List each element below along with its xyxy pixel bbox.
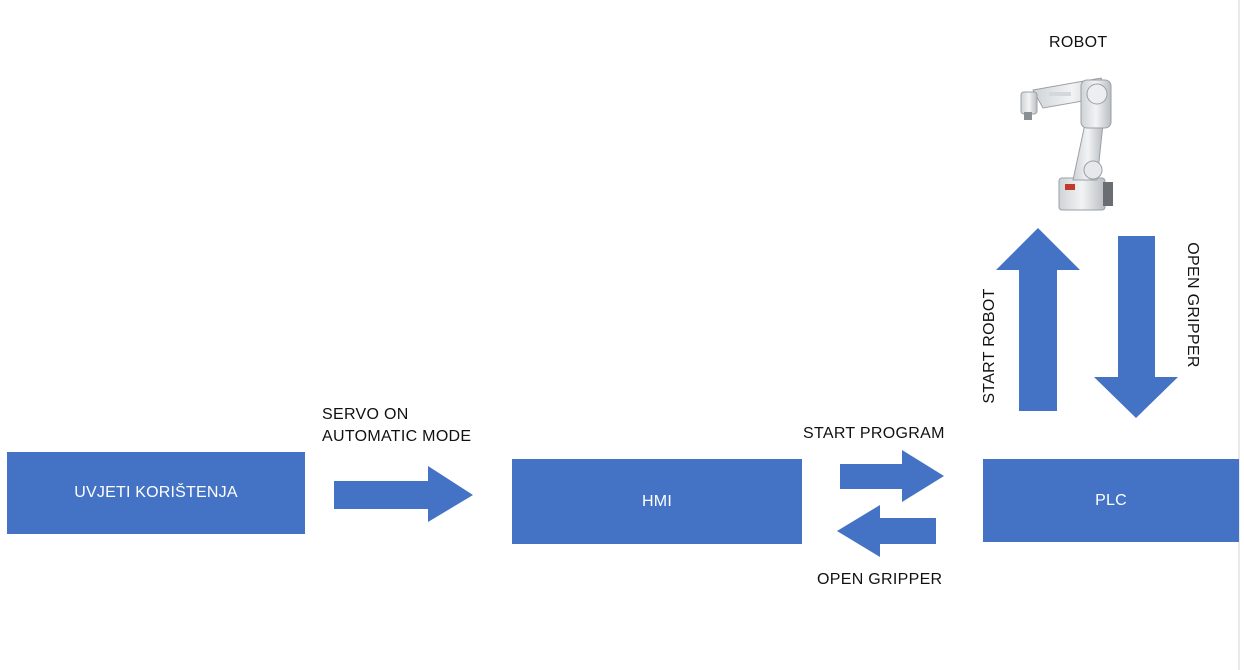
- right-edge-rule: [1238, 0, 1240, 670]
- edge-label-open-gripper-vertical: OPEN GRIPPER: [1184, 242, 1201, 368]
- edge-label-start-program: START PROGRAM: [803, 425, 945, 442]
- arrow-plc-to-robot: [996, 228, 1080, 411]
- edge-label-start-robot: START ROBOT: [981, 288, 998, 404]
- arrow-hmi-to-plc: [840, 450, 944, 502]
- edge-label-servo-automatic: SERVO ON AUTOMATIC MODE: [322, 404, 471, 448]
- node-hmi: HMI: [512, 459, 802, 544]
- edge-label-servo-on: SERVO ON: [322, 406, 409, 423]
- arrow-plc-to-hmi: [837, 505, 936, 557]
- node-plc: PLC: [983, 459, 1239, 542]
- node-uvjeti-label: UVJETI KORIŠTENJA: [74, 484, 238, 501]
- arrow-robot-to-plc: [1094, 236, 1178, 418]
- node-uvjeti-koristenja: UVJETI KORIŠTENJA: [7, 452, 305, 534]
- node-hmi-label: HMI: [642, 492, 672, 510]
- edge-label-automatic-mode: AUTOMATIC MODE: [322, 428, 472, 445]
- robot-arm-icon: [1020, 77, 1113, 211]
- arrow-uvjeti-to-hmi: [334, 466, 473, 522]
- node-plc-label: PLC: [1095, 491, 1127, 509]
- node-robot-label: ROBOT: [1049, 34, 1108, 51]
- edge-label-open-gripper-horizontal: OPEN GRIPPER: [817, 571, 943, 588]
